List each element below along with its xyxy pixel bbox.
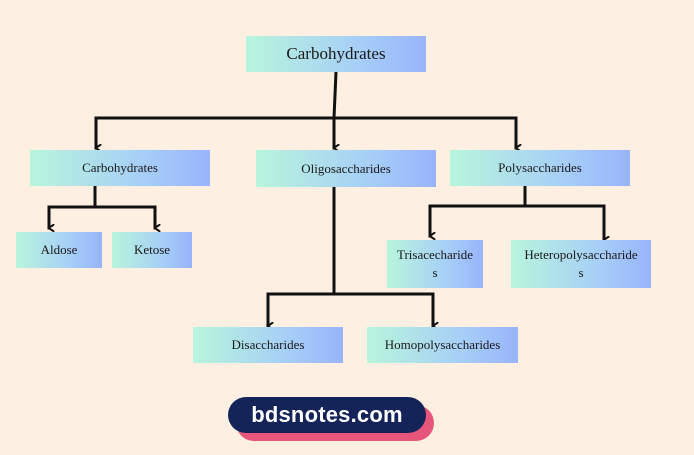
node-label-line1: Trisacecharide (396, 247, 474, 263)
node-label-line2: s (578, 265, 584, 280)
node-label: Disaccharides (231, 337, 305, 353)
node-label: Ketose (133, 242, 171, 258)
connector-root-trunk (332, 70, 338, 120)
node-label-line2: s (432, 265, 438, 280)
node-label: Carbohydrates (82, 160, 158, 176)
brand-badge: bdsnotes.com (228, 397, 434, 441)
node-label: Homopolysaccharides (384, 337, 501, 353)
node-carbohydrates: Carbohydrates (30, 150, 210, 186)
node-aldose: Aldose (16, 232, 102, 268)
node-disaccharides: Disaccharides (193, 327, 343, 363)
node-label-line1: Heteropolysaccharide (524, 247, 638, 263)
node-label: Carbohydrates (286, 43, 386, 63)
node-trisaccharides: Trisacecharide s (387, 240, 483, 288)
node-carbohydrates-root: Carbohydrates (246, 36, 426, 72)
node-polysaccharides: Polysaccharides (450, 150, 630, 186)
brand-logo-text: bdsnotes.com (228, 397, 426, 433)
node-label: Aldose (40, 242, 78, 258)
node-oligosaccharides: Oligosaccharides (256, 150, 436, 187)
node-ketose: Ketose (112, 232, 192, 268)
node-heteropolysaccharides: Heteropolysaccharide s (511, 240, 651, 288)
node-label: Oligosaccharides (301, 160, 391, 176)
node-homopolysaccharides: Homopolysaccharides (367, 327, 518, 363)
node-label: Polysaccharides (498, 160, 582, 176)
